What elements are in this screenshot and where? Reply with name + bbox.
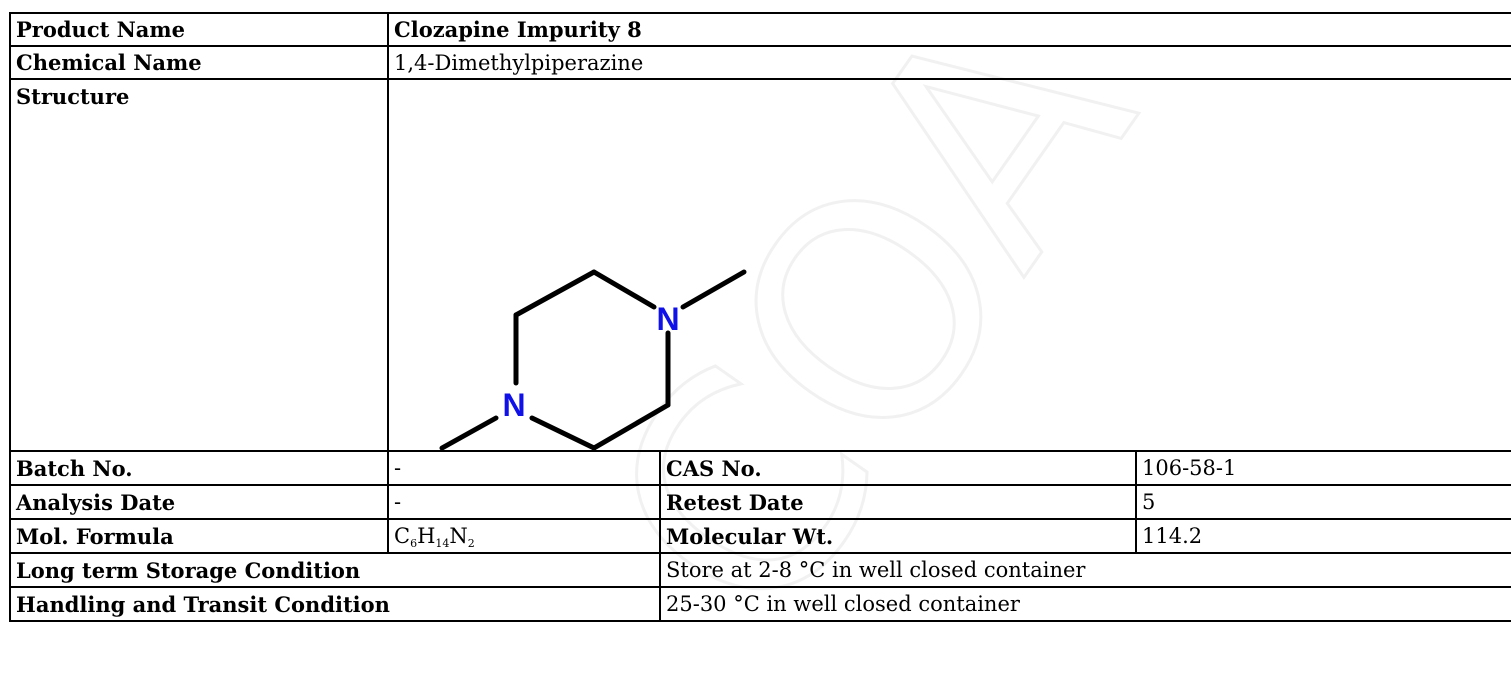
molecular-weight-label: Molecular Wt. [659, 518, 1137, 554]
nitrogen-atom-top: N [656, 301, 679, 337]
nitrogen-atom-bottom: N [502, 387, 525, 423]
bond [591, 269, 657, 310]
chemical-name-value: 1,4-Dimethylpiperazine [386, 45, 1511, 80]
coa-table: Product Name Clozapine Impurity 8 Chemic… [9, 12, 1511, 622]
row-handling: Handling and Transit Condition 25-30 °C … [9, 586, 1511, 622]
batch-value: - [387, 450, 661, 486]
formula-count: 6 [410, 537, 418, 550]
storage-condition-value: Store at 2-8 °C in well closed container [658, 552, 1511, 588]
cas-label: CAS No. [659, 450, 1137, 486]
row-product-name: Product Name Clozapine Impurity 8 [9, 12, 1511, 47]
mol-formula-value: C6H14N2 [387, 518, 661, 554]
row-batch: Batch No. - CAS No. 106-58-1 [9, 450, 1511, 486]
row-analysis: Analysis Date - Retest Date 5 [9, 484, 1511, 520]
formula-count: 14 [435, 537, 450, 550]
product-name-label: Product Name [9, 12, 389, 47]
storage-condition-label: Long term Storage Condition [9, 552, 661, 588]
retest-date-label: Retest Date [659, 484, 1137, 520]
structure-cell: N N [386, 78, 1511, 452]
retest-date-value: 5 [1134, 484, 1511, 520]
bond [439, 415, 499, 449]
structure-diagram: N N [439, 269, 747, 449]
row-storage: Long term Storage Condition Store at 2-8… [9, 552, 1511, 588]
bond [513, 269, 597, 318]
formula-element: H [417, 524, 436, 548]
handling-condition-value: 25-30 °C in well closed container [658, 586, 1511, 622]
row-structure: Structure N N [9, 78, 1511, 452]
structure-label: Structure [9, 78, 389, 452]
bond [680, 269, 747, 310]
formula-count: 2 [467, 537, 475, 550]
product-name-value: Clozapine Impurity 8 [386, 12, 1511, 47]
cas-value: 106-58-1 [1134, 450, 1511, 486]
row-chemical-name: Chemical Name 1,4-Dimethylpiperazine [9, 45, 1511, 80]
row-formula: Mol. Formula C6H14N2 Molecular Wt. 114.2 [9, 518, 1511, 554]
mol-formula-label: Mol. Formula [9, 518, 389, 554]
formula-element: C [394, 524, 411, 548]
analysis-date-value: - [387, 484, 661, 520]
bond [591, 402, 671, 449]
chemical-name-label: Chemical Name [9, 45, 389, 80]
molecular-weight-value: 114.2 [1134, 518, 1511, 554]
handling-condition-label: Handling and Transit Condition [9, 586, 661, 622]
analysis-date-label: Analysis Date [9, 484, 389, 520]
formula-element: N [449, 524, 468, 548]
structure-bonds [439, 269, 747, 449]
bond [529, 415, 597, 449]
batch-label: Batch No. [9, 450, 389, 486]
